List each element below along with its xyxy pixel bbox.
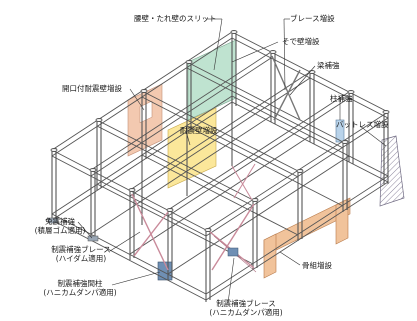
retrofit-fills [127,39,405,281]
frame-add-post-left [263,233,277,279]
label-shear-wall: 耐震壁増設 [180,126,218,135]
label-damper-brace-left: 制震補強ブレース (ハイダム適用) [51,245,111,263]
label-opening-wall: 開口付耐震壁増設 [62,84,122,93]
label-damper-brace-bottom: 制震補強ブレース (ハニカムダンパ適用) [209,299,283,317]
label-brace-add: ブレース増設 [290,14,335,23]
label-wing-wall: そで壁増設 [282,37,320,46]
label-slit: 腰壁・たれ壁のスリット [134,14,217,23]
added-brace [271,55,301,121]
leader-lines [77,18,387,304]
label-buttress: バットレス増設 [336,120,389,129]
label-column-reinforce: 柱補強 [330,94,353,103]
label-beam-reinforce: 梁補強 [317,61,340,70]
label-frame-add: 骨組増設 [302,261,332,270]
shear-wall-panel [167,107,217,189]
label-damper-wall: 制震補強間柱 (ハニカムダンパ適用) [43,279,117,297]
base-isolation-bearing [87,235,99,242]
label-base-isolation: 免震補強 (積層ゴム適用) [34,217,86,235]
buttress-panel [379,135,405,207]
damper-brace-left [131,193,169,271]
braces [47,55,301,273]
